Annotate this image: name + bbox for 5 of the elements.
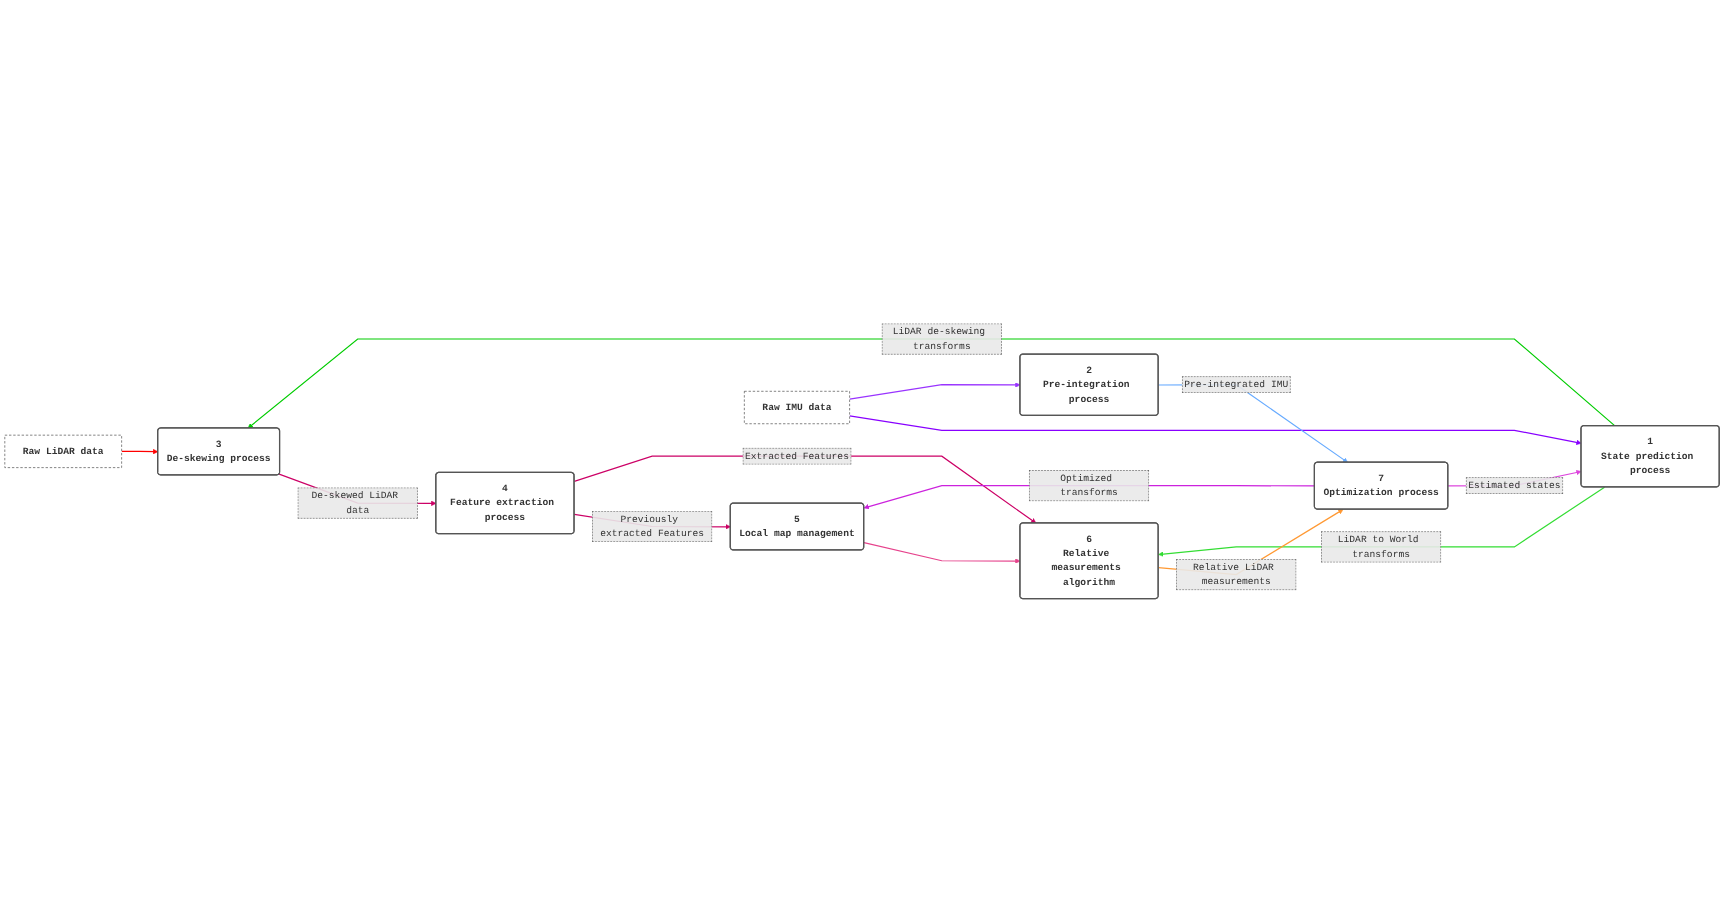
arrow xyxy=(849,382,1021,400)
arrow xyxy=(849,415,1582,445)
arrow xyxy=(863,542,1021,564)
arrow xyxy=(121,448,159,455)
arrow xyxy=(247,338,1616,429)
